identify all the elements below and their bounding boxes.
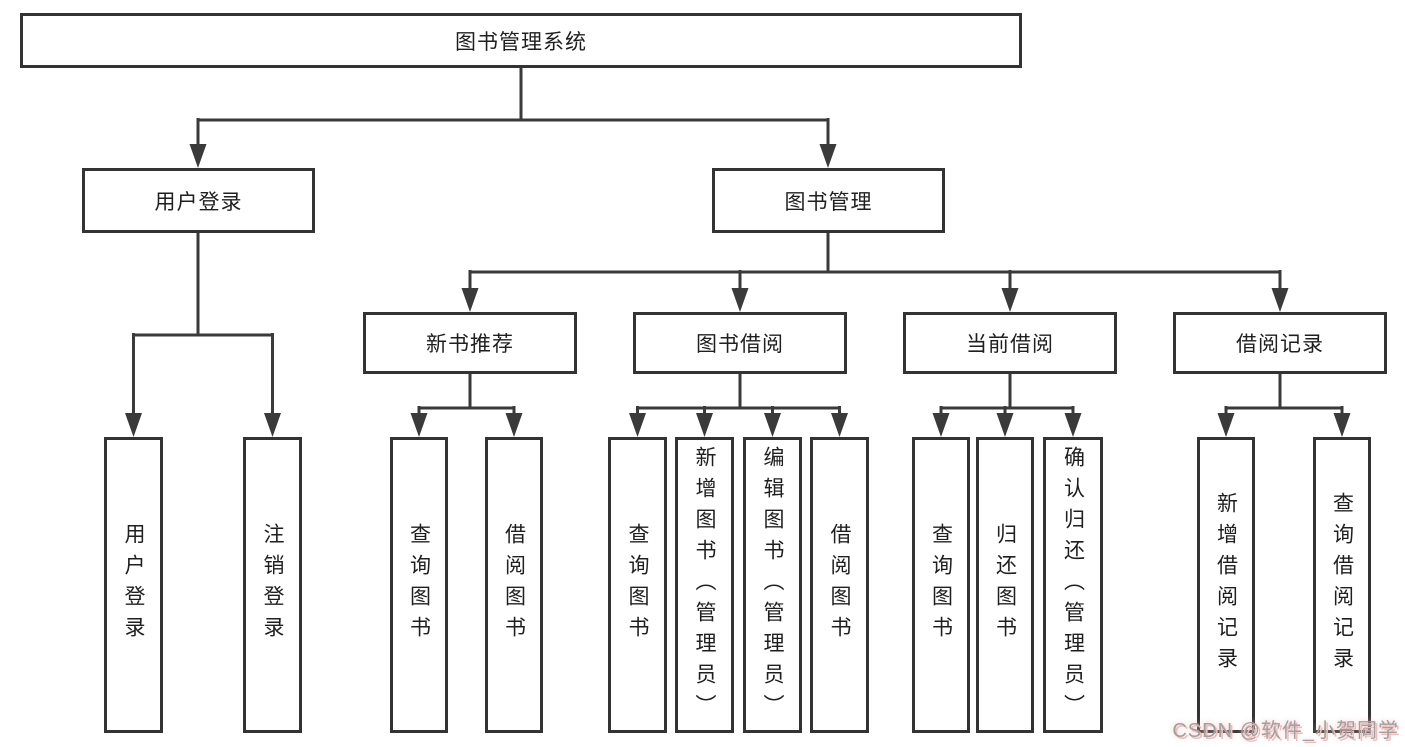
node-book-borrowing: 图书借阅 <box>633 312 847 374</box>
leaf-label: 查询图书 <box>626 523 649 647</box>
leaf-add-borrow-record: 新增借阅记录 <box>1197 437 1255 733</box>
leaf-edit-books-admin: 编辑图书（管理员） <box>743 437 802 733</box>
leaf-return-books: 归还图书 <box>976 437 1034 733</box>
leaf-confirm-return-admin: 确认归还（管理员） <box>1043 437 1103 733</box>
leaf-label: 新增图书（管理员） <box>693 445 716 725</box>
leaf-query-books-recommend: 查询图书 <box>390 437 448 733</box>
leaf-logout: 注销登录 <box>243 437 302 733</box>
leaf-label: 编辑图书（管理员） <box>761 445 784 725</box>
node-borrowing-records: 借阅记录 <box>1173 312 1387 374</box>
leaf-label: 注销登录 <box>261 523 284 647</box>
leaf-label: 新增借阅记录 <box>1214 492 1238 678</box>
leaf-label: 查询图书 <box>407 523 431 647</box>
leaf-query-borrow-record: 查询借阅记录 <box>1313 437 1371 733</box>
node-new-book-recommendation: 新书推荐 <box>363 312 577 374</box>
leaf-label: 借阅图书 <box>502 523 526 647</box>
leaf-query-books-borrow: 查询图书 <box>608 437 667 733</box>
node-current-borrowing: 当前借阅 <box>903 312 1117 374</box>
watermark: CSDN @软件_小贺同学 <box>1172 720 1399 742</box>
leaf-label: 用户登录 <box>122 523 145 647</box>
leaf-label: 查询借阅记录 <box>1330 492 1354 678</box>
leaf-borrow-books-recommend: 借阅图书 <box>485 437 543 733</box>
leaf-label: 确认归还（管理员） <box>1061 445 1085 725</box>
node-library-system: 图书管理系统 <box>20 13 1022 68</box>
node-user-login: 用户登录 <box>82 168 315 233</box>
leaf-borrow-books: 借阅图书 <box>810 437 869 733</box>
node-book-management: 图书管理 <box>712 168 945 233</box>
leaf-query-books-current: 查询图书 <box>912 437 970 733</box>
leaf-add-books-admin: 新增图书（管理员） <box>675 437 734 733</box>
leaf-label: 借阅图书 <box>828 523 851 647</box>
leaf-user-login: 用户登录 <box>104 437 163 733</box>
leaf-label: 查询图书 <box>929 523 953 647</box>
leaf-label: 归还图书 <box>993 523 1017 647</box>
